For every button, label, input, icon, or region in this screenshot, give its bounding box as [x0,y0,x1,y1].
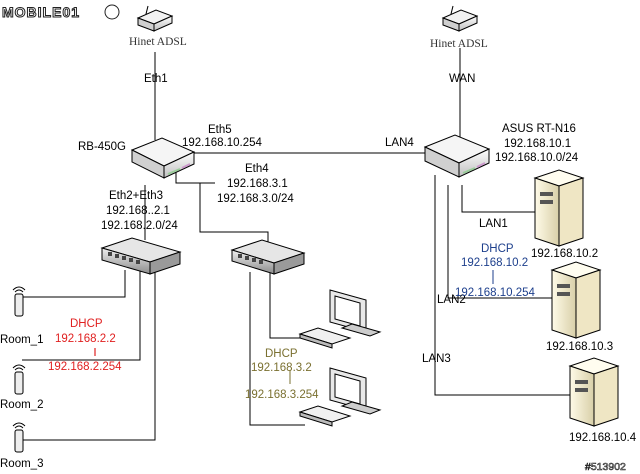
router-asus-icon [423,134,491,178]
dhcp-lan-end: 192.168.10.254 [455,287,536,299]
eth5-label: Eth5 [208,124,232,136]
access-point-room2-icon [12,364,26,395]
lan3-label: LAN3 [422,353,451,365]
room-2-label: Room_2 [0,399,43,411]
access-point-room1-icon [12,286,26,317]
switch-middle-icon [230,239,306,275]
eth4-net-label: 192.168.3.0/24 [217,193,294,205]
eth1-label: Eth1 [144,73,168,85]
server-2-ip: 192.168.10.3 [546,341,613,353]
wan-label: WAN [449,73,475,85]
room-1-label: Room_1 [0,334,43,346]
dhcp-pc-title: DHCP [265,348,298,360]
dhcp-lan-start: 192.168.10.2 [461,257,528,269]
server-1-icon [533,169,585,247]
asus-net-label: 192.168.10.0/24 [495,152,579,164]
access-point-room3-icon [12,422,26,453]
adsl-modem-right-icon [441,5,479,32]
eth4-label: Eth4 [245,163,269,175]
wires [22,48,573,441]
dhcp-room-title: DHCP [70,318,103,330]
svg-text:MOBILE01: MOBILE01 [2,4,80,20]
eth23-net-label: 192.168.2.0/24 [101,220,178,232]
right-modem-label: Hinet ADSL [430,38,488,50]
watermark-id: #513902 [585,461,626,473]
pc-1-icon [298,289,382,349]
dhcp-room-start: 192.168.2.2 [55,333,116,345]
pc-2-icon [298,367,382,427]
server-3-ip: 192.168.10.4 [569,432,637,444]
eth23-ip-label: 192.168..2.1 [106,205,170,217]
lan2-label: LAN2 [437,294,466,306]
server-1-ip: 192.168.10.2 [531,248,598,260]
router-rb450g-icon [130,137,196,179]
dhcp-lan-title: DHCP [481,243,514,255]
adsl-modem-left-icon [136,5,174,32]
eth4-ip-label: 192.168.3.1 [227,178,288,190]
lan1-label: LAN1 [479,218,508,230]
server-2-icon [550,261,602,339]
eth5-ip-label: 192.168.10.254 [182,137,263,149]
switch-left-icon [100,237,182,275]
lan4-label: LAN4 [385,137,414,149]
rb450g-label: RB-450G [78,141,126,153]
room-3-label: Room_3 [0,458,43,470]
dhcp-pc-end: 192.168.3.254 [245,389,319,401]
mobile01-logo: MOBILE01 [2,4,120,21]
server-3-icon [568,357,620,427]
dhcp-pc-start: 192.168.3.2 [251,362,312,374]
dhcp-room-end: 192.168.2.254 [48,361,122,373]
eth23-label: Eth2+Eth3 [109,190,163,202]
asus-label: ASUS RT-N16 [502,123,576,135]
asus-ip-label: 192.168.10.1 [504,138,571,150]
left-modem-label: Hinet ADSL [129,36,187,48]
